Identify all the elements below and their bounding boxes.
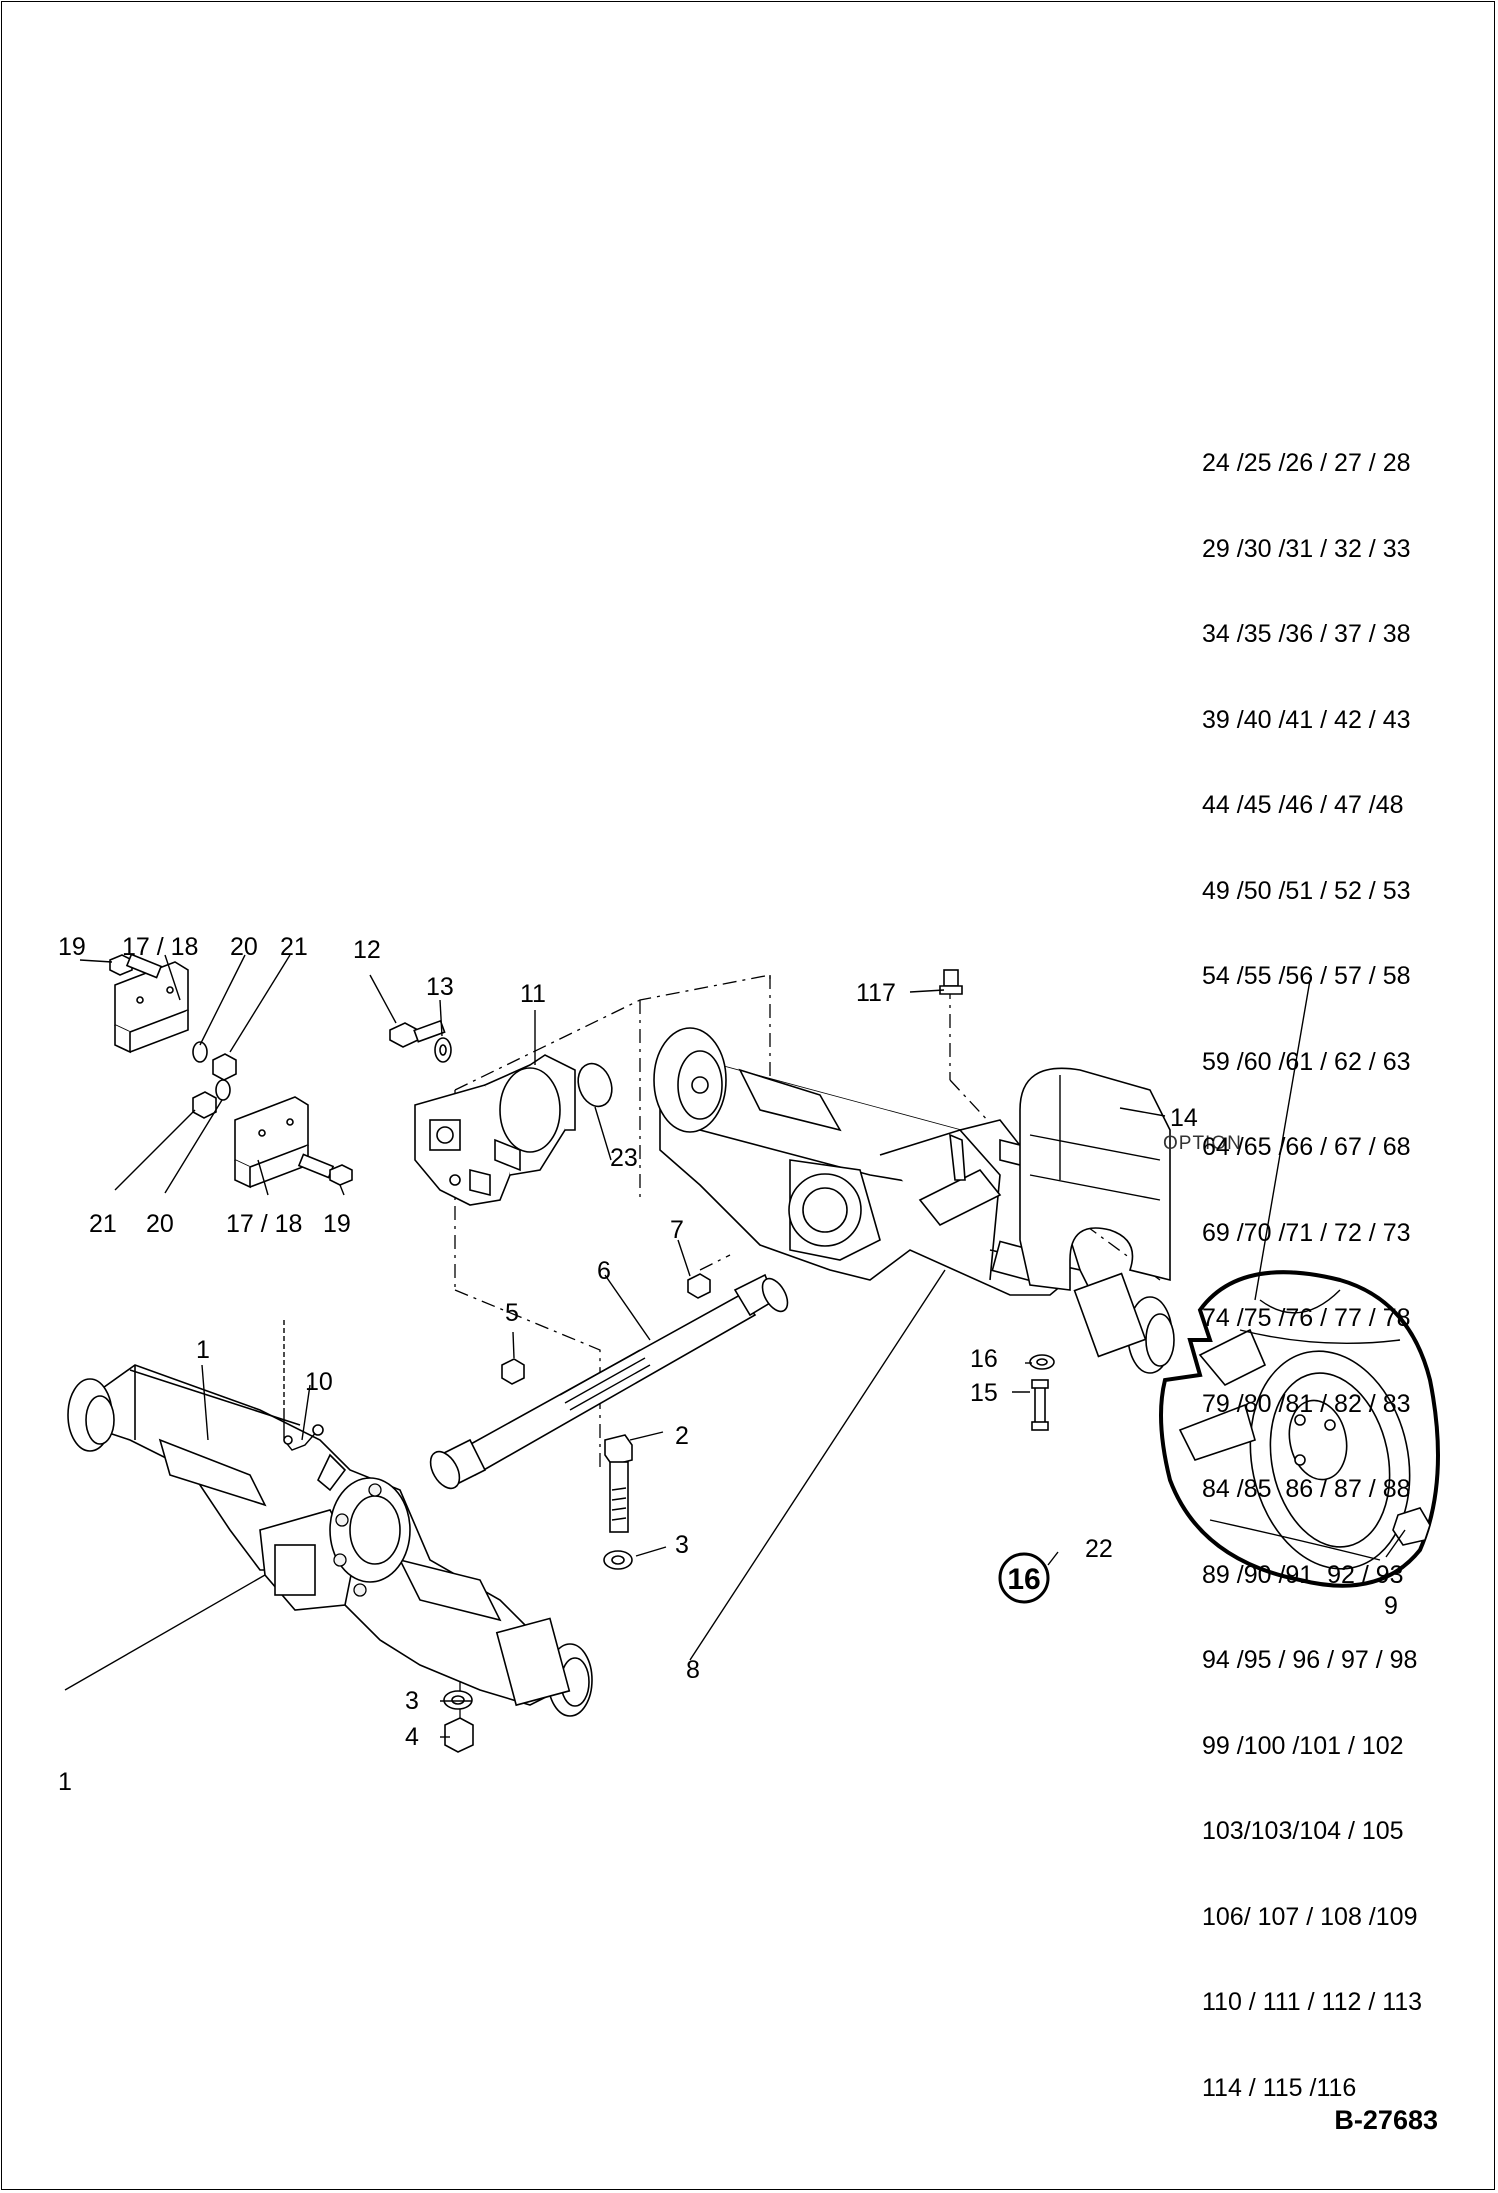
callout-5: 5 — [505, 1299, 519, 1327]
callout-20-top: 20 — [230, 933, 258, 961]
callout-1-top: 1 — [196, 1336, 210, 1364]
callout-2: 2 — [675, 1422, 689, 1450]
nut-5 — [501, 1358, 525, 1385]
hose-10 — [283, 1320, 324, 1451]
callout-12: 12 — [353, 936, 381, 964]
washer-20-bottom — [215, 1079, 231, 1101]
ref-line: 103/103/104 / 105 — [1202, 1817, 1404, 1845]
o-ring-23 — [577, 1062, 613, 1108]
document-code: B-27683 — [1334, 2105, 1438, 2135]
callout-3-mid: 3 — [675, 1531, 689, 1559]
rear-axle — [653, 1027, 1175, 1374]
badge-number: 16 — [1007, 1563, 1040, 1596]
ref-line: 79 /80 /81 / 82 / 83 — [1202, 1389, 1411, 1418]
ref-line: 54 /55 /56 / 57 / 58 — [1202, 962, 1411, 990]
bracket-17-18-top — [114, 961, 189, 1054]
breather-fitting-117 — [939, 969, 963, 995]
nut-4 — [444, 1717, 474, 1753]
ref-line: 44 /45 /46 / 47 /48 — [1202, 791, 1404, 819]
callout-17-18-bottom: 17 / 18 — [226, 1210, 302, 1238]
washer-3-low — [443, 1690, 473, 1710]
ref-line: 106/ 107 / 108 /109 — [1202, 1902, 1418, 1931]
bolt-2 — [604, 1434, 633, 1533]
ref-line: 34 /35 /36 / 37 / 38 — [1202, 620, 1411, 648]
washer-16 — [1029, 1354, 1055, 1370]
ref-line: 94 /95 / 96 / 97 / 98 — [1202, 1646, 1418, 1674]
kit-badge: 16 — [998, 1552, 1050, 1604]
callout-117: 117 — [856, 979, 896, 1007]
hydraulic-motor-11 — [414, 1054, 576, 1206]
callout-23: 23 — [610, 1144, 638, 1172]
drive-shaft-6 — [429, 1273, 789, 1490]
callout-10: 10 — [305, 1368, 333, 1396]
callout-4: 4 — [405, 1723, 419, 1751]
nut-21-top — [212, 1053, 237, 1081]
bracket-17-18-bottom — [234, 1096, 309, 1189]
callout-22: 22 — [1085, 1535, 1113, 1563]
callout-14-option: OPTION — [1163, 1133, 1242, 1154]
leader-lines — [64, 954, 1406, 1738]
ref-line: 24 /25 /26 / 27 / 28 — [1202, 449, 1411, 477]
callout-20-bottom: 20 — [146, 1210, 174, 1238]
callout-8: 8 — [686, 1656, 700, 1684]
washer-20-top — [192, 1041, 208, 1063]
ref-line: 110 / 111 / 112 / 113 — [1202, 1988, 1423, 2016]
callout-13: 13 — [426, 973, 454, 1001]
callout-14: 14 — [1170, 1104, 1198, 1132]
ref-line: 39 /40 /41 / 42 / 43 — [1202, 705, 1411, 734]
tire-kit-reference-list: 24 /25 /26 / 27 / 28 29 /30 /31 / 32 / 3… — [1202, 392, 1422, 2159]
ref-line: 49 /50 /51 / 52 / 53 — [1202, 876, 1411, 905]
ref-line: 114 / 115 /116 — [1202, 2073, 1357, 2102]
ref-line: 89 /90 /91 92 / 93 — [1202, 1560, 1404, 1589]
bolt-19-bottom — [297, 1153, 353, 1186]
ref-line: 64 /65 /66 / 67 / 68 — [1202, 1133, 1411, 1161]
bolt-12 — [389, 1019, 446, 1048]
callout-16: 16 — [970, 1345, 998, 1373]
callout-6: 6 — [597, 1257, 611, 1285]
bolt-15 — [1031, 1379, 1049, 1431]
ref-line: 99 /100 /101 / 102 — [1202, 1731, 1404, 1760]
callout-9: 9 — [1384, 1592, 1398, 1620]
nut-7 — [687, 1273, 711, 1299]
wheel-assembly — [1159, 1270, 1440, 1588]
callout-21-bottom: 21 — [89, 1210, 117, 1238]
washer-3-mid — [603, 1550, 633, 1570]
ref-line: 74 /75 /76 / 77 / 78 — [1202, 1304, 1411, 1332]
callout-19-bottom: 19 — [323, 1210, 351, 1238]
ref-line: 84 /85 86 / 87 / 88 — [1202, 1475, 1411, 1503]
callout-19-top: 19 — [58, 933, 86, 961]
ref-line: 59 /60 /61 / 62 / 63 — [1202, 1047, 1411, 1076]
ref-line: 29 /30 /31 / 32 / 33 — [1202, 534, 1411, 563]
callout-7: 7 — [670, 1216, 684, 1244]
front-axle — [67, 1364, 593, 1717]
washer-13 — [434, 1037, 452, 1063]
callout-3-low: 3 — [405, 1687, 419, 1715]
fender-option-14 — [1019, 1067, 1171, 1291]
ref-line: 69 /70 /71 / 72 / 73 — [1202, 1218, 1411, 1247]
callout-17-18-top: 17 / 18 — [122, 933, 198, 961]
bolt-19-top — [109, 953, 163, 979]
callout-21-top: 21 — [280, 933, 308, 961]
callout-11: 11 — [520, 980, 546, 1008]
callout-15: 15 — [970, 1379, 998, 1407]
callout-labels: 1 1 2 3 3 4 5 6 7 8 9 10 11 12 13 14 OPT… — [58, 933, 1398, 1796]
callout-1-bottom: 1 — [58, 1768, 72, 1796]
